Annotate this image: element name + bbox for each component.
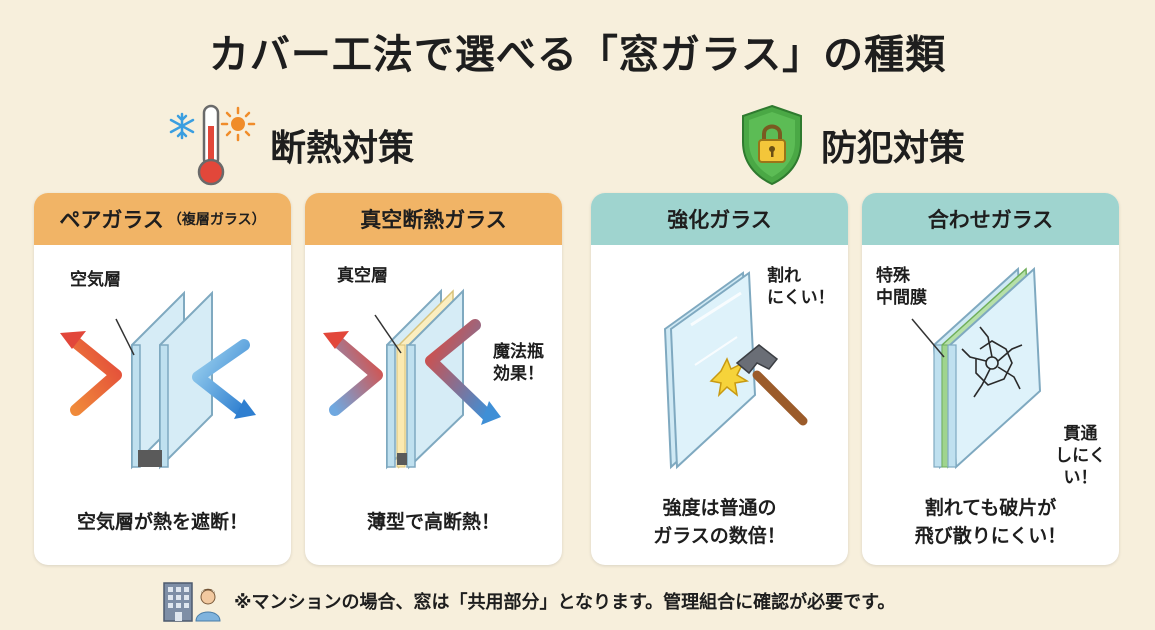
card-laminated-glass: 合わせガラス 特殊 中間膜 貫通 しにくい！ 割れても破片が 飛び散りにくい！ bbox=[862, 193, 1119, 565]
card-pair-glass-subtitle: （複層ガラス） bbox=[167, 212, 266, 228]
card-pair-glass-title: ペアガラス bbox=[59, 208, 164, 232]
card-tempered-glass-header: 強化ガラス bbox=[591, 193, 848, 245]
snowflake-icon bbox=[169, 112, 195, 140]
impact-burst-icon bbox=[709, 357, 750, 398]
crack-icon bbox=[961, 326, 1023, 398]
card-vacuum-glass-title: 真空断熱ガラス bbox=[360, 208, 507, 232]
tempered-callout-line1: 割れ bbox=[767, 266, 801, 286]
vacuum-glass-illustration bbox=[323, 288, 501, 470]
footer-note-text: ※マンションの場合、窓は「共用部分」となります。管理組合に確認が必要です。 bbox=[234, 592, 896, 613]
laminated-callout-line1: 特殊 bbox=[876, 266, 910, 286]
card-vacuum-glass-caption-text: 薄型で高断熱！ bbox=[366, 511, 500, 533]
footer-note: ※マンションの場合、窓は「共用部分」となります。管理組合に確認が必要です。 bbox=[160, 576, 895, 626]
card-tempered-glass-title: 強化ガラス bbox=[667, 208, 772, 232]
laminated-callout-line2: 中間膜 bbox=[876, 288, 927, 308]
section-security-label: 防犯対策 bbox=[821, 128, 966, 169]
card-tempered-glass-caption-line1: 強度は普通の bbox=[662, 497, 777, 519]
sun-icon bbox=[220, 106, 256, 142]
card-pair-glass-caption: 空気層が熱を遮断！ bbox=[34, 485, 291, 559]
page-title: カバー工法で選べる「窓ガラス」の種類 bbox=[208, 32, 947, 78]
tempered-callout-hard-to-break: 割れ にくい！ bbox=[767, 265, 835, 309]
pair-callout-air-layer: 空気層 bbox=[70, 270, 121, 290]
thermometer-icon bbox=[169, 104, 256, 186]
card-pair-glass-caption-text: 空気層が熱を遮断！ bbox=[76, 511, 248, 533]
laminated-callout-penetration: 貫通 しにくい！ bbox=[1042, 423, 1119, 489]
tempered-callout-line2: にくい！ bbox=[767, 288, 835, 308]
vacuum-callout-thermos-line1: 魔法瓶 bbox=[493, 342, 544, 362]
person-icon bbox=[195, 588, 221, 622]
section-insulation-label: 断熱対策 bbox=[270, 128, 415, 169]
vacuum-callout-vacuum-layer: 真空層 bbox=[337, 266, 388, 286]
section-security: 防犯対策 bbox=[737, 102, 965, 188]
building-person-icon bbox=[163, 582, 221, 622]
card-laminated-glass-caption-line2: 飛び散りにくい！ bbox=[914, 525, 1067, 547]
tempered-glass-illustration bbox=[663, 271, 808, 470]
vacuum-callout-thermos: 魔法瓶 効果！ bbox=[493, 341, 544, 385]
vacuum-callout-thermos-line2: 効果！ bbox=[493, 364, 544, 384]
laminated-callout2-line1: 貫通 bbox=[1063, 424, 1098, 444]
card-tempered-glass: 強化ガラス 割れ にくい！ 強度は普通の ガラスの数倍！ bbox=[591, 193, 848, 565]
card-pair-glass: ペアガラス（複層ガラス） 空気層 空気層が熱を遮断！ bbox=[34, 193, 291, 565]
laminated-callout2-line2: しにくい！ bbox=[1055, 446, 1106, 488]
card-tempered-glass-caption: 強度は普通の ガラスの数倍！ bbox=[591, 485, 848, 559]
card-laminated-glass-title: 合わせガラス bbox=[927, 208, 1054, 232]
shield-lock-icon bbox=[742, 104, 802, 186]
card-pair-glass-header: ペアガラス（複層ガラス） bbox=[34, 193, 291, 245]
card-vacuum-glass: 真空断熱ガラス 真空層 魔法瓶 効果！ 薄型で高断熱！ bbox=[305, 193, 562, 565]
hammer-icon bbox=[735, 344, 808, 426]
card-vacuum-glass-caption: 薄型で高断熱！ bbox=[305, 485, 562, 559]
laminated-callout-interlayer: 特殊 中間膜 bbox=[876, 265, 927, 309]
card-laminated-glass-caption-line1: 割れても破片が bbox=[924, 497, 1057, 519]
pair-glass-illustration bbox=[60, 290, 256, 470]
laminated-glass-illustration bbox=[911, 266, 1042, 470]
section-insulation: 断熱対策 bbox=[166, 102, 414, 188]
card-vacuum-glass-header: 真空断熱ガラス bbox=[305, 193, 562, 245]
card-laminated-glass-caption: 割れても破片が 飛び散りにくい！ bbox=[862, 485, 1119, 559]
card-tempered-glass-caption-line2: ガラスの数倍！ bbox=[653, 525, 786, 547]
card-laminated-glass-header: 合わせガラス bbox=[862, 193, 1119, 245]
